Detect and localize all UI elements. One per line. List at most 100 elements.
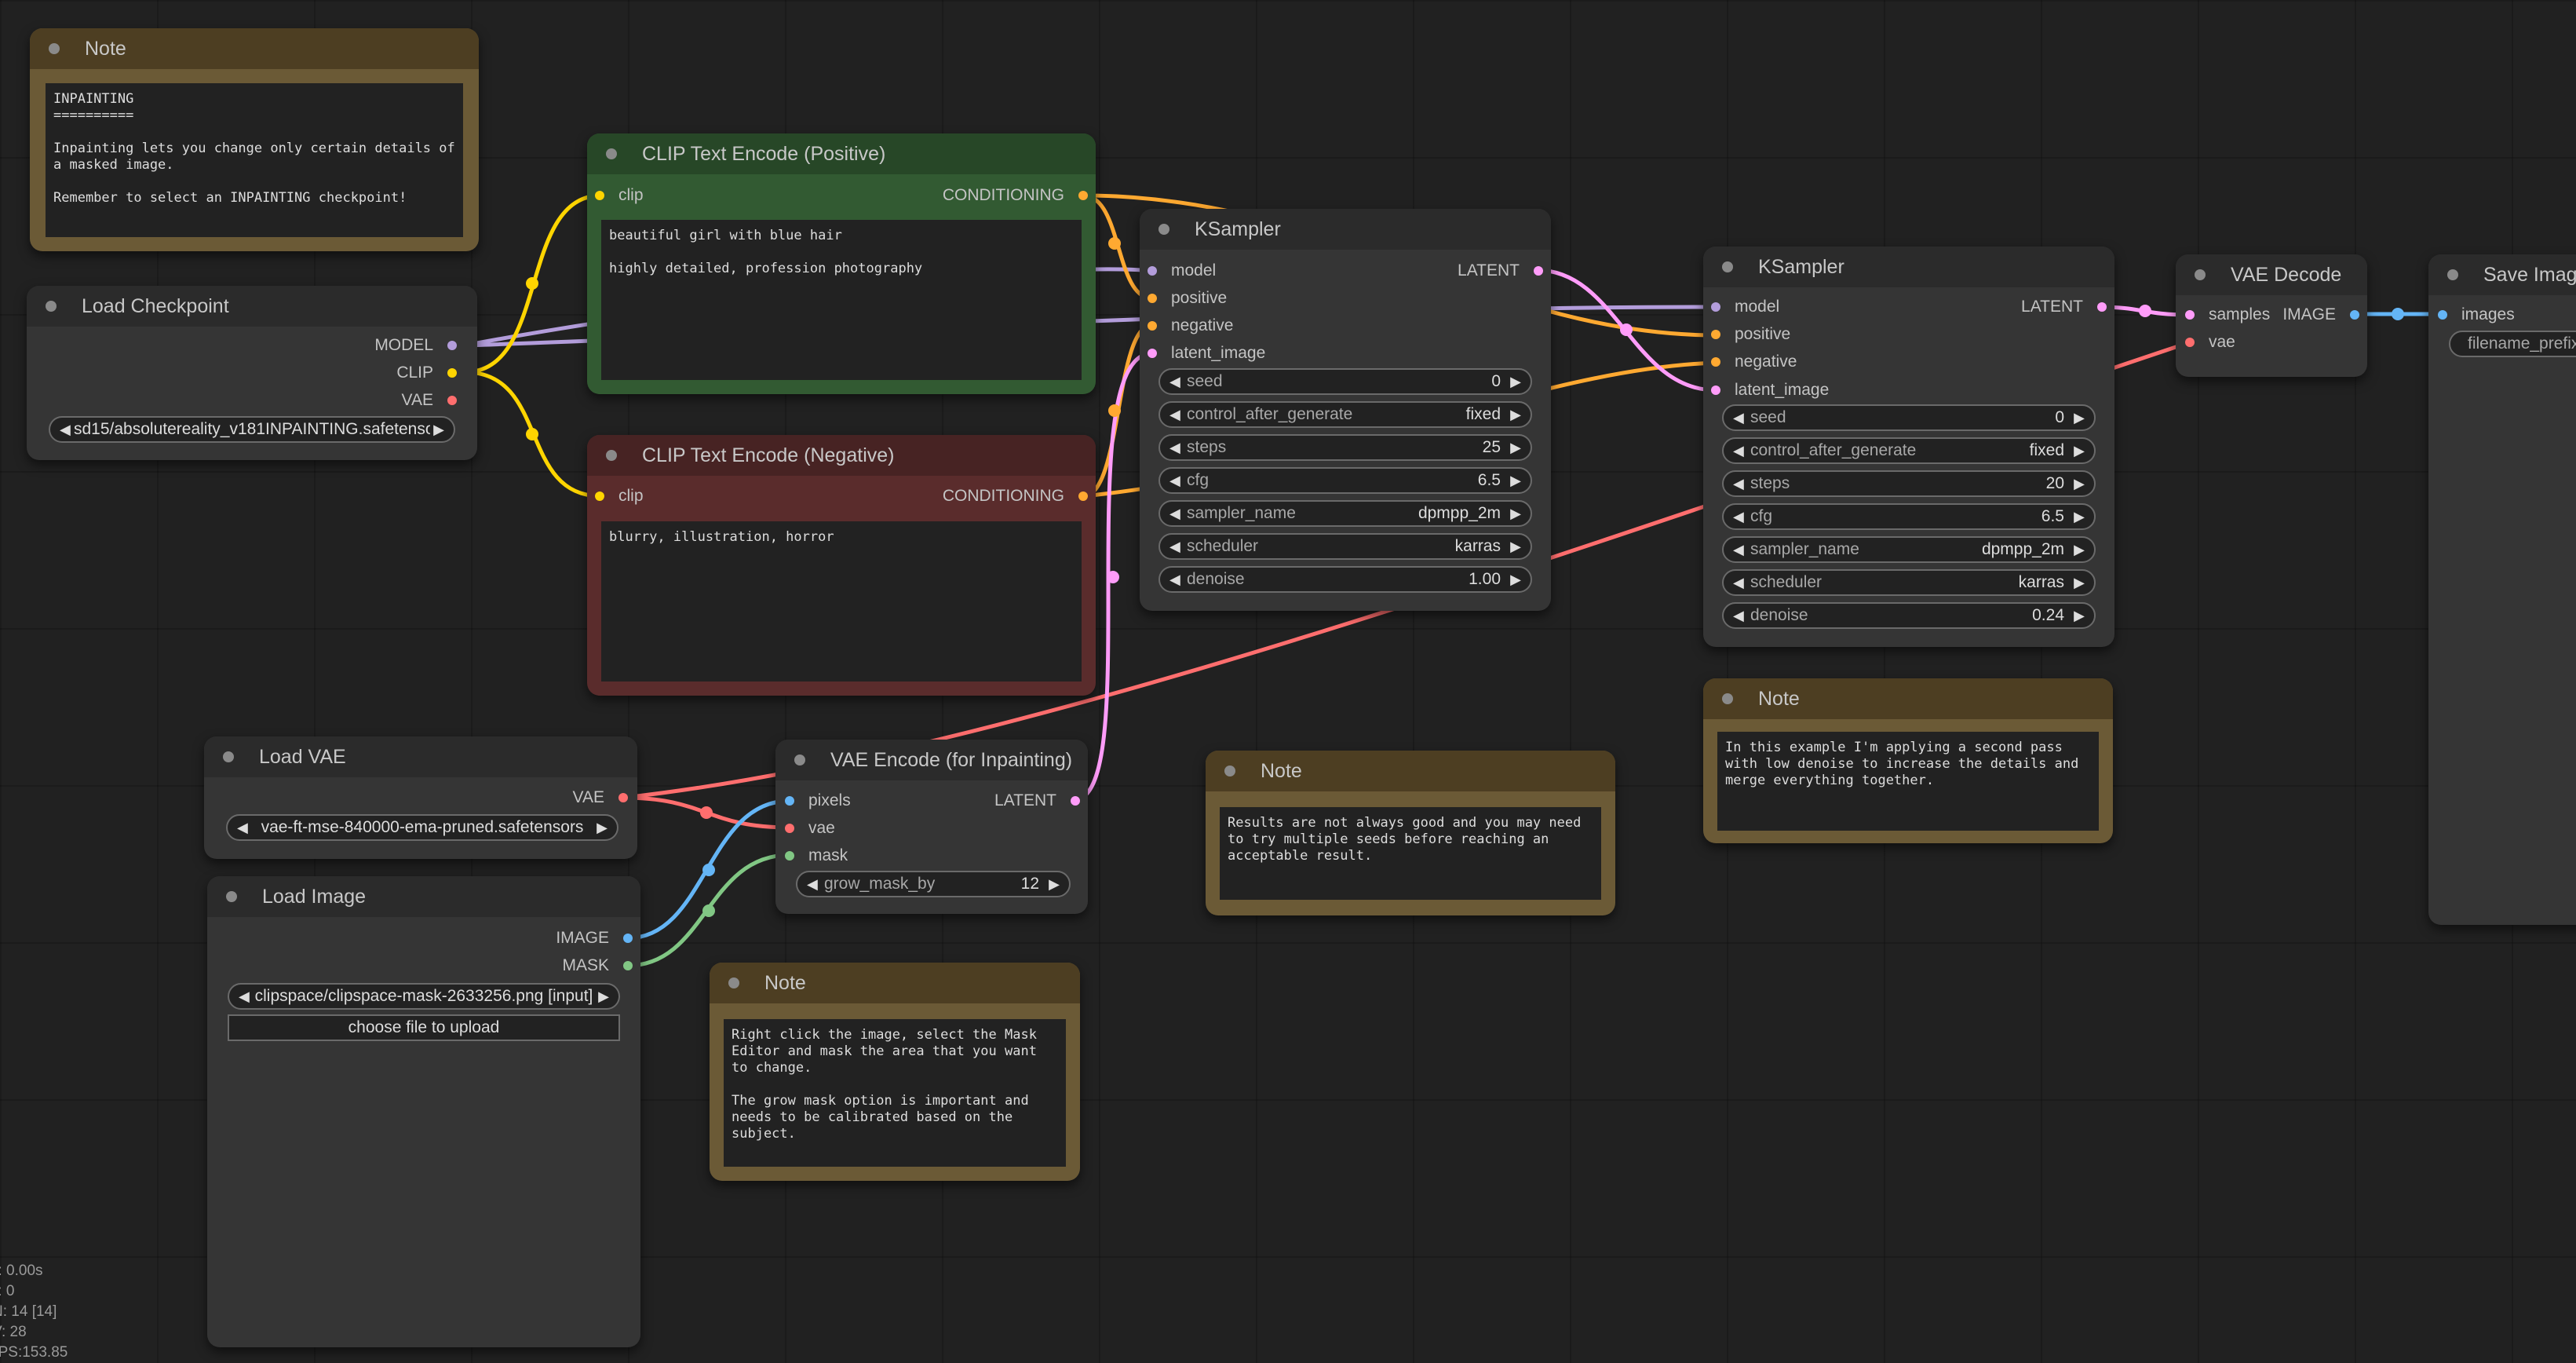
collapse-dot-icon[interactable]	[2447, 269, 2458, 280]
collapse-dot-icon[interactable]	[728, 977, 739, 988]
collapse-dot-icon[interactable]	[46, 301, 57, 312]
clip-negative-node[interactable]: CLIP Text Encode (Negative) clip CONDITI…	[587, 435, 1096, 696]
input-positive[interactable]: positive	[1711, 325, 1790, 344]
ckpt-name-combo[interactable]: ◀ sd15/absolutereality_v181INPAINTING.sa…	[49, 416, 455, 443]
chevron-left-icon[interactable]: ◀	[1169, 539, 1180, 554]
chevron-left-icon[interactable]: ◀	[1733, 443, 1744, 459]
latent-pin-icon[interactable]	[1711, 386, 1720, 395]
clip-positive-node[interactable]: CLIP Text Encode (Positive) clip CONDITI…	[587, 133, 1096, 394]
ksampler-node-1[interactable]: KSampler model positive negative latent_…	[1140, 209, 1551, 611]
latent-pin-icon[interactable]	[1534, 266, 1543, 276]
model-pin-icon[interactable]	[1148, 266, 1157, 276]
conditioning-pin-icon[interactable]	[1711, 330, 1720, 339]
input-negative[interactable]: negative	[1711, 353, 1797, 371]
note-text[interactable]: Right click the image, select the Mask E…	[724, 1019, 1066, 1167]
vae-encode-inpaint-node[interactable]: VAE Encode (for Inpainting) pixels vae m…	[775, 740, 1088, 914]
chevron-right-icon[interactable]: ▶	[2074, 542, 2085, 557]
chevron-left-icon[interactable]: ◀	[1169, 440, 1180, 455]
collapse-dot-icon[interactable]	[2195, 269, 2206, 280]
chevron-left-icon[interactable]: ◀	[1169, 506, 1180, 521]
chevron-left-icon[interactable]: ◀	[807, 876, 818, 892]
chevron-right-icon[interactable]: ▶	[598, 988, 609, 1004]
chevron-right-icon[interactable]: ▶	[1510, 539, 1521, 554]
latent-pin-icon[interactable]	[2097, 302, 2107, 312]
node-title-bar[interactable]: Load VAE	[204, 736, 637, 777]
input-pixels[interactable]: pixels	[785, 791, 851, 810]
node-title-bar[interactable]: KSampler	[1703, 247, 2114, 287]
output-conditioning[interactable]: CONDITIONING	[943, 487, 1088, 506]
image-pin-icon[interactable]	[785, 796, 794, 806]
node-title-bar[interactable]: Note	[30, 28, 479, 69]
chevron-right-icon[interactable]: ▶	[1510, 374, 1521, 389]
input-clip[interactable]: clip	[595, 186, 644, 205]
image-pin-icon[interactable]	[2350, 310, 2359, 320]
output-image[interactable]: IMAGE	[2282, 305, 2359, 324]
chevron-left-icon[interactable]: ◀	[1733, 410, 1744, 426]
chevron-left-icon[interactable]: ◀	[1169, 572, 1180, 587]
input-samples[interactable]: samples	[2185, 305, 2270, 324]
upload-button[interactable]: choose file to upload	[228, 1014, 620, 1041]
output-image[interactable]: IMAGE	[556, 929, 633, 948]
filename-prefix-widget[interactable]: filename_prefix	[2449, 331, 2576, 357]
chevron-right-icon[interactable]: ▶	[2074, 476, 2085, 491]
vae-pin-icon[interactable]	[785, 824, 794, 833]
note-mask-node[interactable]: Note Right click the image, select the M…	[710, 963, 1080, 1181]
input-images[interactable]: images	[2438, 305, 2515, 324]
chevron-right-icon[interactable]: ▶	[1510, 506, 1521, 521]
note-text[interactable]: Results are not always good and you may …	[1220, 807, 1601, 900]
input-vae[interactable]: vae	[2185, 333, 2235, 352]
output-mask[interactable]: MASK	[562, 956, 633, 975]
collapse-dot-icon[interactable]	[1224, 766, 1235, 777]
latent-pin-icon[interactable]	[1148, 349, 1157, 358]
load-checkpoint-node[interactable]: Load Checkpoint MODEL CLIP VAE ◀ sd15/ab…	[27, 286, 477, 460]
input-model[interactable]: model	[1711, 298, 1779, 316]
collapse-dot-icon[interactable]	[1722, 693, 1733, 704]
node-title-bar[interactable]: Load Image	[207, 876, 640, 917]
input-clip[interactable]: clip	[595, 487, 644, 506]
chevron-right-icon[interactable]: ▶	[1510, 440, 1521, 455]
clip-pin-icon[interactable]	[595, 491, 604, 501]
conditioning-pin-icon[interactable]	[1148, 321, 1157, 331]
input-positive[interactable]: positive	[1148, 289, 1227, 308]
note-text[interactable]: INPAINTING ========== Inpainting lets yo…	[46, 83, 463, 237]
latent-pin-icon[interactable]	[2185, 310, 2195, 320]
chevron-left-icon[interactable]: ◀	[1169, 407, 1180, 422]
node-title-bar[interactable]: Note	[1703, 678, 2113, 719]
output-latent[interactable]: LATENT	[2021, 298, 2107, 316]
chevron-right-icon[interactable]: ▶	[1510, 473, 1521, 488]
chevron-right-icon[interactable]: ▶	[433, 422, 444, 437]
save-image-node[interactable]: Save Image images filename_prefix	[2428, 254, 2576, 925]
vae-name-combo[interactable]: ◀ vae-ft-mse-840000-ema-pruned.safetenso…	[226, 814, 618, 841]
note-inpainting-node[interactable]: Note INPAINTING ========== Inpainting le…	[30, 28, 479, 251]
chevron-right-icon[interactable]: ▶	[2074, 443, 2085, 459]
chevron-left-icon[interactable]: ◀	[1733, 509, 1744, 524]
collapse-dot-icon[interactable]	[606, 148, 617, 159]
load-vae-node[interactable]: Load VAE VAE ◀ vae-ft-mse-840000-ema-pru…	[204, 736, 637, 859]
chevron-right-icon[interactable]: ▶	[2074, 575, 2085, 590]
prompt-textarea[interactable]: beautiful girl with blue hair highly det…	[601, 220, 1082, 380]
chevron-left-icon[interactable]: ◀	[1733, 542, 1744, 557]
chevron-left-icon[interactable]: ◀	[1733, 575, 1744, 590]
clip-pin-icon[interactable]	[447, 368, 457, 378]
mask-pin-icon[interactable]	[623, 961, 633, 970]
output-vae[interactable]: VAE	[573, 788, 628, 807]
collapse-dot-icon[interactable]	[1722, 261, 1733, 272]
vae-pin-icon[interactable]	[618, 793, 628, 802]
image-pin-icon[interactable]	[623, 934, 633, 943]
chevron-right-icon[interactable]: ▶	[2074, 608, 2085, 623]
note-results-node[interactable]: Note Results are not always good and you…	[1206, 751, 1615, 915]
chevron-right-icon[interactable]: ▶	[597, 820, 608, 835]
output-latent[interactable]: LATENT	[994, 791, 1080, 810]
chevron-left-icon[interactable]: ◀	[1733, 476, 1744, 491]
model-pin-icon[interactable]	[447, 341, 457, 350]
